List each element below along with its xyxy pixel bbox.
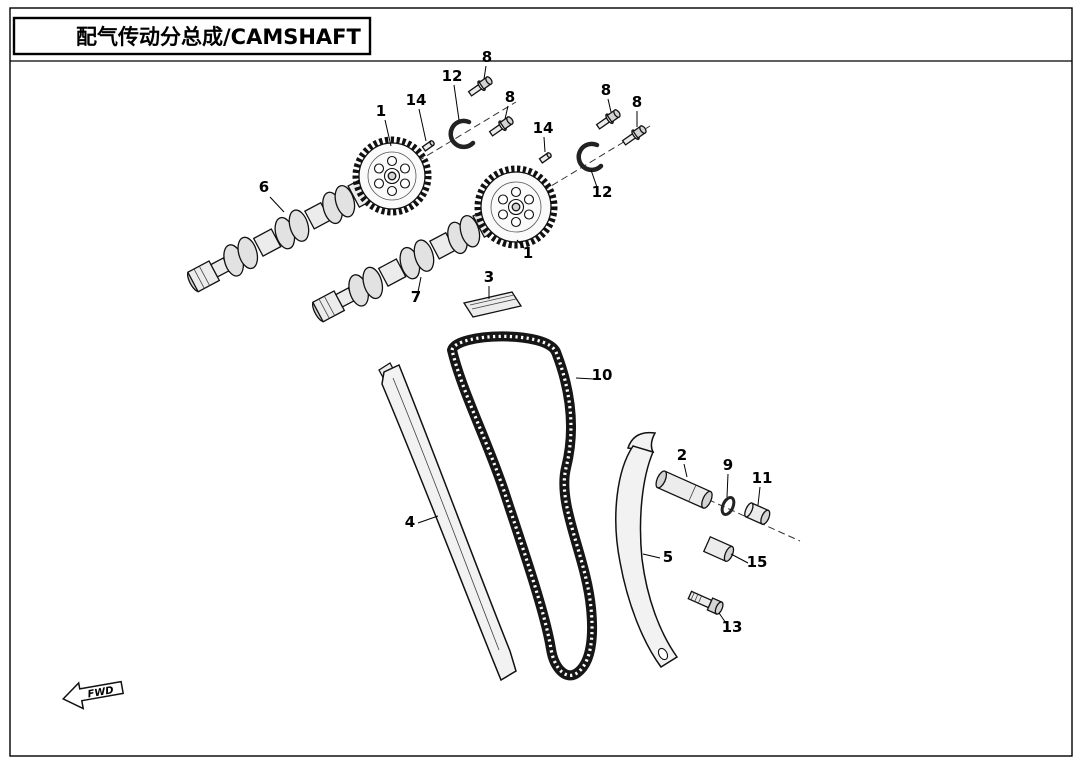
callout-leader-5 <box>642 553 661 559</box>
title-box <box>12 16 372 56</box>
tensioner-bolt <box>687 590 724 615</box>
callout-leader-13 <box>718 612 729 627</box>
dowel-pin <box>421 140 435 152</box>
callout-leader-11 <box>757 486 761 506</box>
callout-9: 9 <box>723 456 733 474</box>
tensioner-nut <box>744 502 771 525</box>
callout-14: 14 <box>406 91 427 109</box>
page-title: 配气传动分总成/CAMSHAFT <box>76 25 362 49</box>
callout-leader-6 <box>269 196 285 213</box>
callout-leader-12 <box>590 169 599 191</box>
callout-1: 1 <box>376 102 386 120</box>
callout-leader-10 <box>575 377 595 380</box>
callout-leader-2 <box>683 463 688 478</box>
callout-14: 14 <box>533 119 554 137</box>
retainer-clip <box>576 141 604 173</box>
page-border <box>9 7 1073 757</box>
timing-chain <box>447 331 597 681</box>
callout-8: 8 <box>482 48 492 66</box>
chain-guide-front <box>378 362 517 682</box>
callout-leader-1 <box>384 119 392 147</box>
camshaft-exhaust <box>186 168 384 293</box>
tensioner-bushing <box>702 535 735 563</box>
callout-10: 10 <box>592 366 613 384</box>
camshaft-sprocket-exhaust <box>352 136 432 216</box>
callout-leader-8 <box>504 105 509 120</box>
callout-leader-8 <box>607 98 612 113</box>
callout-leader-7 <box>417 276 422 293</box>
sprocket-bolt <box>466 74 495 99</box>
callout-leader-14 <box>418 108 427 142</box>
callout-13: 13 <box>722 618 743 636</box>
callout-2: 2 <box>677 446 687 464</box>
callout-leader-14 <box>543 136 546 153</box>
callout-3: 3 <box>484 268 494 286</box>
sprocket-bolt <box>620 123 649 148</box>
callout-leader-4 <box>417 515 439 524</box>
callout-1: 1 <box>523 244 533 262</box>
callout-6: 6 <box>259 178 269 196</box>
callout-7: 7 <box>411 288 421 306</box>
callout-leader-9 <box>726 473 729 498</box>
retainer-clip <box>448 118 476 150</box>
callout-8: 8 <box>505 88 515 106</box>
callout-leader-1 <box>516 239 525 249</box>
callout-leader-15 <box>730 553 749 564</box>
tensioner-pin <box>655 470 713 509</box>
callout-8: 8 <box>632 93 642 111</box>
callout-leader-12 <box>453 84 460 121</box>
callout-12: 12 <box>592 183 613 201</box>
tensioner-guide-rear <box>615 431 679 669</box>
camshaft-sprocket-intake <box>474 165 558 249</box>
fwd-arrow: FWD <box>61 680 125 710</box>
sprocket-bolt <box>594 107 623 132</box>
callout-8: 8 <box>601 81 611 99</box>
fwd-label: FWD <box>87 685 115 700</box>
dowel-pin <box>538 152 552 164</box>
sprocket-bolt <box>487 114 516 139</box>
callout-12: 12 <box>442 67 463 85</box>
callout-5: 5 <box>663 548 673 566</box>
tensioner-washer <box>720 496 736 516</box>
callout-11: 11 <box>752 469 773 487</box>
chain-guide-plate <box>462 291 523 318</box>
callout-leader-8 <box>483 65 487 80</box>
callout-4: 4 <box>405 513 415 531</box>
callout-15: 15 <box>747 553 768 571</box>
